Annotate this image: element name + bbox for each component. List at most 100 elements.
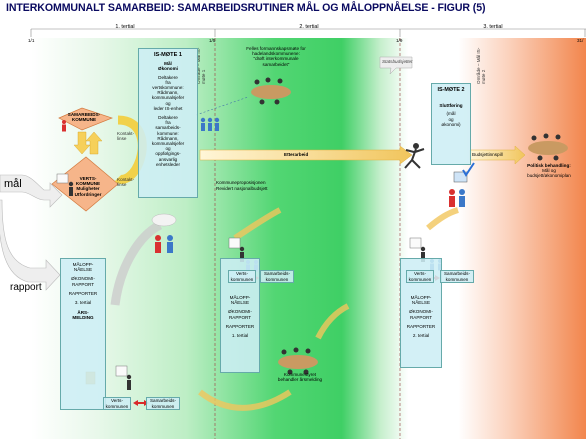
- ks-line-1: Kommunestyret: [283, 372, 317, 377]
- verts-line-4: Utfordringer: [74, 191, 102, 197]
- is-mote-2-title: IS-MØTE 2: [437, 87, 465, 93]
- rr-0: MÅLOPP-: [410, 295, 432, 300]
- presenter-mid: [228, 237, 245, 262]
- formannskap-line-1: Felles formannskapsmøte for: [246, 46, 306, 51]
- dv-1: fra: [165, 79, 171, 85]
- slr-0: Samarbeids-: [443, 271, 471, 277]
- slm-1: kommunen: [265, 276, 289, 282]
- people-blue-1: [200, 117, 220, 131]
- is-mote-2-box: IS-MØTE 2 Sluttføring (mål og økonomi): [431, 83, 471, 165]
- kontakt-label-1: Kontakt-linse: [117, 131, 135, 142]
- rm-3: ØKONOMI-: [228, 309, 252, 315]
- presenter-right: [409, 237, 426, 262]
- dashed-link: [195, 96, 249, 116]
- vlb-1: kommunen: [105, 403, 129, 409]
- rr-6: RAPPORTER: [406, 323, 436, 329]
- arrow-up: [85, 131, 103, 155]
- people-redblue-2: [449, 189, 465, 207]
- date-sep: 1/9: [396, 38, 403, 43]
- kommunestyret-text: Kommunestyret behandler årsmelding: [268, 372, 332, 382]
- kp-line-2: Revidert nasjonalbudsjett: [216, 185, 268, 191]
- people-small-red-1: [62, 120, 66, 132]
- grey-curve-arrow: [110, 220, 163, 306]
- etterarbeid-arrow: [199, 145, 413, 165]
- is-mote-1-content: IS-MØTE 1 Mål Økonomi Deltakere fra vert…: [139, 52, 197, 167]
- period-label-1: 1. tertial: [115, 24, 135, 30]
- politisk-line-2: Mål og: [542, 168, 556, 174]
- ds-9: enhetsleder: [155, 161, 180, 167]
- ds-0: Deltakere: [158, 115, 178, 121]
- verts-label-box-mid: Verts- kommunen: [228, 270, 256, 283]
- dv-4: kommunalsjefer: [151, 95, 185, 101]
- samarbeids-label: SAMARBEIDS- KOMMUNE: [64, 112, 104, 122]
- politisk-line-1: Politisk behandling:: [527, 163, 571, 168]
- samarbeids-line-1: SAMARBEIDS-: [67, 112, 101, 117]
- rr-1: NÅELSE: [411, 300, 431, 306]
- rr-8: 2. tertial: [412, 333, 430, 339]
- verts-label: VERTS- KOMMUNE Muligheter Utfordringer: [66, 176, 110, 197]
- verts-label-box-bottom: Verts- kommunen: [103, 397, 131, 410]
- etterarbeid-label: Etterarbeid: [284, 152, 309, 157]
- rl-4: RAPPORT: [71, 281, 95, 287]
- date-jan: 1/1: [28, 38, 35, 43]
- ds-7: oppfølgings-: [155, 151, 181, 157]
- ds-6: og: [165, 146, 171, 152]
- period-label-2: 2. tertial: [299, 24, 319, 30]
- is-mote-1-title: IS-MØTE 1: [154, 52, 182, 58]
- dv-5: og: [165, 100, 171, 106]
- running-man-icon: [404, 143, 425, 169]
- report-box-left: MÅLOPP- NÅELSE ØKONOMI- RAPPORT RAPPORTE…: [60, 258, 106, 410]
- people-redblue-1: [155, 235, 173, 253]
- kp-line-1: Kommuneproposisjonen: [216, 180, 266, 185]
- kontakt-label-2: Kontakt-linse: [117, 177, 135, 188]
- rl-11: MELDING: [72, 315, 94, 321]
- samarb-label-box-right: Samarbeids- kommunen: [440, 270, 474, 283]
- dv-3: Rådmann,: [157, 90, 179, 96]
- ds-2: samarbeids-: [155, 125, 181, 131]
- is-mote-1-sub-1: Mål: [164, 61, 172, 67]
- kommunepropos-text: Kommuneproposisjonen Revidert nasjonalbu…: [216, 180, 296, 192]
- meeting-table-politisk: [528, 133, 568, 161]
- vlr-1: kommunen: [408, 276, 432, 282]
- report-mid-content: MÅLOPP- NÅELSE ØKONOMI- RAPPORT RAPPORTE…: [221, 295, 259, 338]
- rl-10: ÅRS-: [77, 310, 89, 316]
- samarb-label-box-mid: Samarbeids- kommunen: [260, 270, 294, 283]
- rl-6: RAPPORTER: [68, 290, 98, 296]
- meeting-table-formannskap: [251, 77, 291, 105]
- double-arrow-3: [133, 400, 149, 406]
- verts-line-3: Muligheter: [76, 186, 100, 192]
- vlm-1: kommunen: [230, 276, 254, 282]
- page-title: INTERKOMMUNALT SAMARBEID: SAMARBEIDSRUTI…: [6, 2, 486, 14]
- verts-line-1: VERTS-: [79, 176, 97, 181]
- formannskap-line-2: hadelandskommunene:: [252, 51, 300, 57]
- budsjettinnspill-arrow: [469, 145, 526, 165]
- mal-arrow: [0, 174, 63, 208]
- vlr-0: Verts-: [414, 271, 426, 277]
- slb-0: Samarbeids-: [149, 398, 177, 404]
- samarbeids-diamond: [58, 107, 114, 131]
- computer-check-icon: [453, 162, 475, 183]
- arrow-down: [73, 131, 91, 155]
- ds-8: ansvarlig: [158, 156, 178, 162]
- rl-3: ØKONOMI-: [71, 276, 95, 282]
- rl-8: 3. tertial: [74, 300, 92, 306]
- rapport-arrow: [0, 199, 61, 291]
- politisk-text: Politisk behandling: Mål og budsjett/øko…: [519, 163, 579, 179]
- speech-bubble: [379, 56, 413, 75]
- timeline-ruler: [30, 28, 586, 37]
- rr-3: ØKONOMI-: [409, 309, 433, 315]
- vlm-0: Verts-: [236, 271, 248, 277]
- ks-line-2: behandler årsmelding: [277, 377, 323, 383]
- vertical-note-2: Område – Mål IS-møte 2: [476, 47, 487, 84]
- ds-5: kommunalsjefer: [151, 141, 185, 147]
- dv-2: vertskommune:: [152, 85, 184, 91]
- formannskap-line-4: samarbeidet": [262, 61, 290, 67]
- samarb-label-box-bottom: Samarbeids- kommunen: [146, 397, 180, 410]
- rl-0: MÅLOPP-: [72, 262, 94, 267]
- rr-4: RAPPORT: [409, 314, 433, 320]
- rm-0: MÅLOPP-: [229, 295, 251, 300]
- slr-1: kommunen: [445, 276, 469, 282]
- slb-1: kommunen: [151, 403, 175, 409]
- formannskap-text: Felles formannskapsmøte for hadelandskom…: [236, 46, 316, 67]
- presenter-left: [56, 173, 74, 196]
